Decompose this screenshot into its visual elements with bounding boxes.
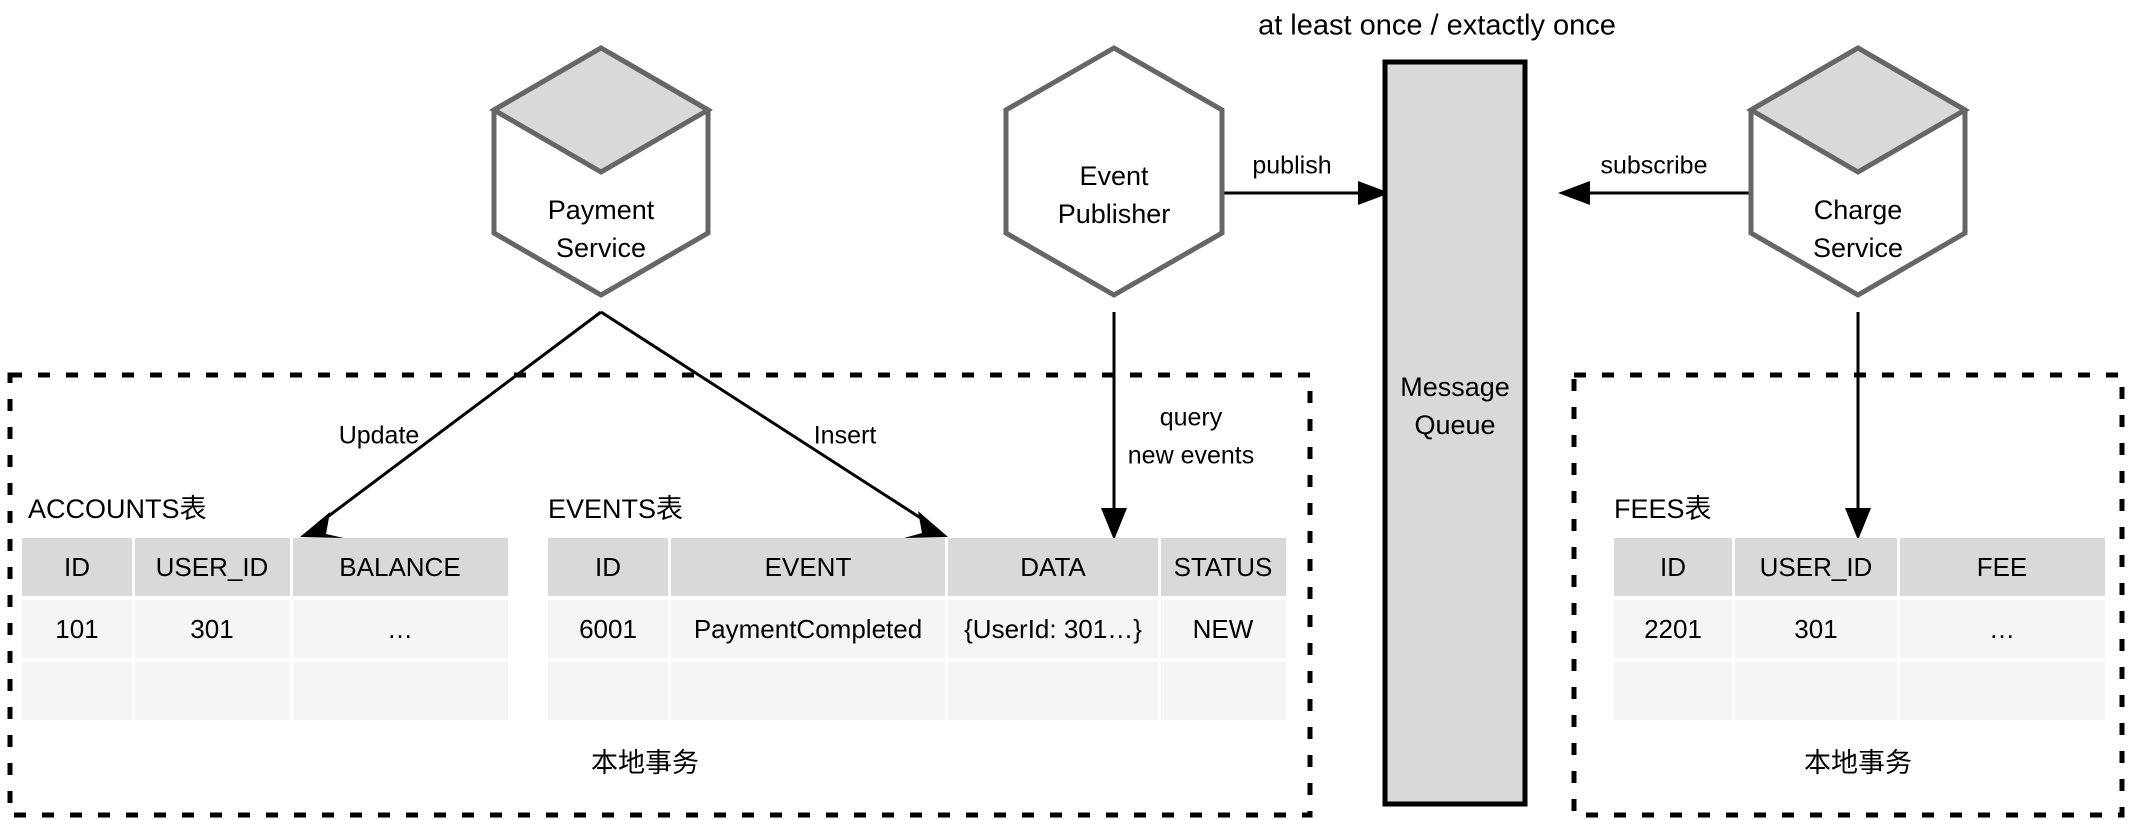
table-fees-r0c0: 2201 [1644,614,1702,644]
charge-service-label-line2: Service [1813,233,1903,263]
event-publisher-label-line1: Event [1079,161,1149,191]
table-fees-col-1: USER_ID [1760,552,1873,582]
edge-label-query-line2: new events [1128,442,1254,470]
table-events-col-0: ID [595,552,621,582]
table-events-col-3: STATUS [1174,552,1273,582]
node-payment-service[interactable]: Payment Service [489,45,713,298]
table-fees: FEES表 ID USER_ID FEE 2201 301 … [1614,494,2105,720]
message-queue-label-line1: Message [1400,372,1510,402]
charge-service-label-line1: Charge [1814,195,1903,225]
event-publisher-label-line2: Publisher [1058,199,1171,229]
node-event-publisher[interactable]: Event Publisher [1003,45,1225,298]
boundary-left-footer: 本地事务 [591,748,699,778]
message-queue-label-line2: Queue [1414,410,1495,440]
table-events-title: EVENTS表 [548,494,683,524]
edge-publish [1222,181,1390,205]
table-accounts-col-0: ID [64,552,90,582]
table-fees-r0c1: 301 [1794,614,1837,644]
table-accounts: ACCOUNTS表 ID USER_ID BALANCE 101 301 … [22,494,508,720]
table-events-r0c2: {UserId: 301…} [964,614,1142,644]
table-events-r0c3: NEW [1193,614,1254,644]
table-accounts-r0c1: 301 [190,614,233,644]
edge-label-update: Update [339,422,420,450]
edge-charge-write [1845,312,1871,540]
edge-label-publish: publish [1252,152,1331,180]
payment-service-label-line1: Payment [548,195,655,225]
edge-subscribe [1558,181,1772,205]
table-events-r0c0: 6001 [579,614,637,644]
delivery-semantics-label: at least once / extactly once [1258,10,1616,42]
table-accounts-col-2: BALANCE [339,552,460,582]
table-events-col-1: EVENT [765,552,852,582]
table-events-r0c1: PaymentCompleted [694,614,922,644]
edge-insert [600,310,948,538]
table-events: EVENTS表 ID EVENT DATA STATUS 6001 Paymen… [548,494,1286,720]
table-fees-col-0: ID [1660,552,1686,582]
boundary-right-footer: 本地事务 [1804,748,1912,778]
node-charge-service[interactable]: Charge Service [1746,45,1970,298]
edge-label-insert: Insert [814,422,877,450]
local-transaction-boundary-left [7,372,1313,818]
table-events-col-2: DATA [1020,552,1086,582]
node-message-queue[interactable]: Message Queue [1382,59,1528,807]
edge-query-new-events [1101,312,1127,540]
table-accounts-r0c0: 101 [55,614,98,644]
edge-label-query-line1: query [1160,404,1223,432]
table-accounts-title: ACCOUNTS表 [28,494,207,524]
table-fees-title: FEES表 [1614,494,1712,524]
table-fees-col-2: FEE [1977,552,2028,582]
table-accounts-col-1: USER_ID [156,552,269,582]
edge-update [300,310,602,538]
local-transaction-boundary-right [1571,372,2125,818]
edge-label-subscribe: subscribe [1601,152,1708,180]
payment-service-label-line2: Service [556,233,646,263]
table-fees-r0c2: … [1989,614,2015,644]
table-accounts-r0c2: … [387,614,413,644]
